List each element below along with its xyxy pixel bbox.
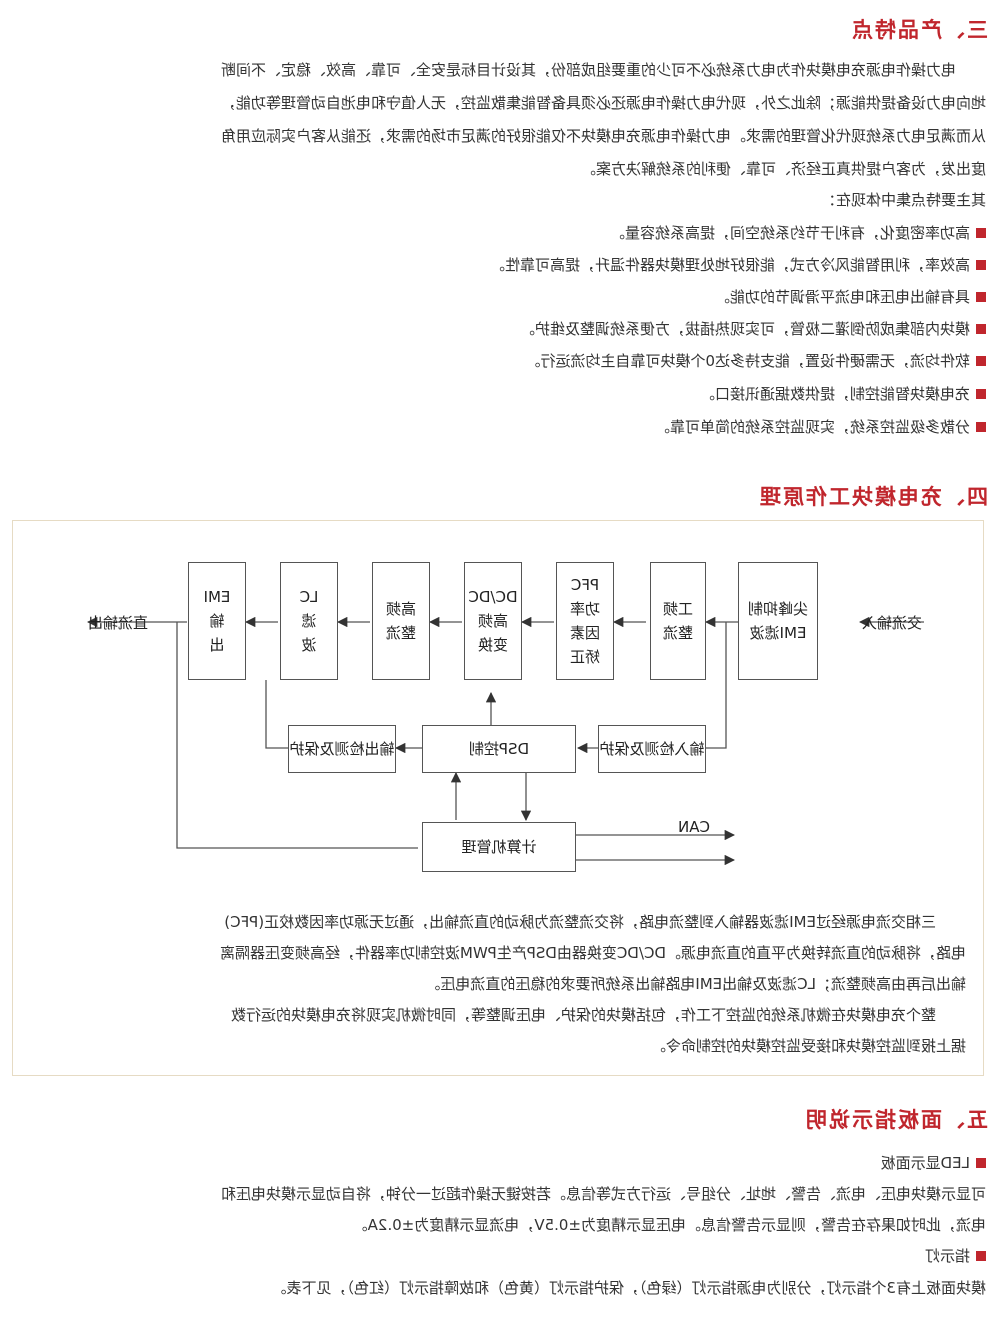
hf-rectifier-block: 高频整流 — [372, 562, 430, 680]
section4-desc-line: 三相交流电源经过EMI滤波器输入到整流电路，将交流整流为脉动的直流输出，通过无源… — [224, 913, 936, 931]
indicator-heading: 指示灯 — [925, 1246, 986, 1266]
output-feedback-wire — [176, 622, 418, 849]
dsp-control-block: DSP控制 — [422, 725, 576, 773]
input-label: 交流输入 — [861, 614, 922, 632]
bullet-square-icon — [976, 1158, 986, 1168]
led-panel-line: 电流，此时如果存在告警，则显示告警信息。电压显示精度为±0.5V，电流显示精度为… — [352, 1216, 986, 1234]
can-label: CAN — [678, 818, 710, 836]
section4-desc-line: 据上报到监控模块和接受监控模块的控制命令。 — [650, 1037, 966, 1055]
section5-heading: 五、面板指示说明 — [804, 1108, 988, 1132]
indicator-line: 模块面板上有3个指示灯，分别为电源指示灯（绿色），保护指示灯（黄色）和故障指示灯… — [271, 1279, 986, 1297]
section4-desc-line: 电路，将脉动的直流转换为平直的直流电源。DC/DC变换器由DSP产生PWM波控制… — [219, 944, 966, 962]
input-detect-block: 输入检测及保护 — [598, 725, 706, 773]
output-detect-wire — [265, 680, 290, 749]
output-label: 直流输出 — [87, 614, 148, 632]
led-panel-line: 可显示模块电压、电流、告警、地址、分组号、运行方式等信息。若按键无操作超过一分钟… — [220, 1185, 986, 1203]
computer-management-block: 计算机管理 — [422, 822, 576, 872]
rectifier-block: 工频整流 — [650, 562, 706, 680]
section4-desc-line: 整个充电模块在微机系统的监控下工作，包括模块的保护、电压调整等，同时微机实现将充… — [230, 1006, 936, 1024]
bullet-square-icon — [976, 1251, 986, 1261]
input-detect-wire — [706, 622, 727, 749]
output-detect-block: 输出检测及保护 — [288, 725, 396, 773]
led-panel-heading: LED显示面板 — [881, 1153, 986, 1173]
section4-desc-line: 输出后再由高频整流；LC滤波及输出EMI电路输出系统所要求的稳压的直流电压。 — [425, 975, 966, 993]
